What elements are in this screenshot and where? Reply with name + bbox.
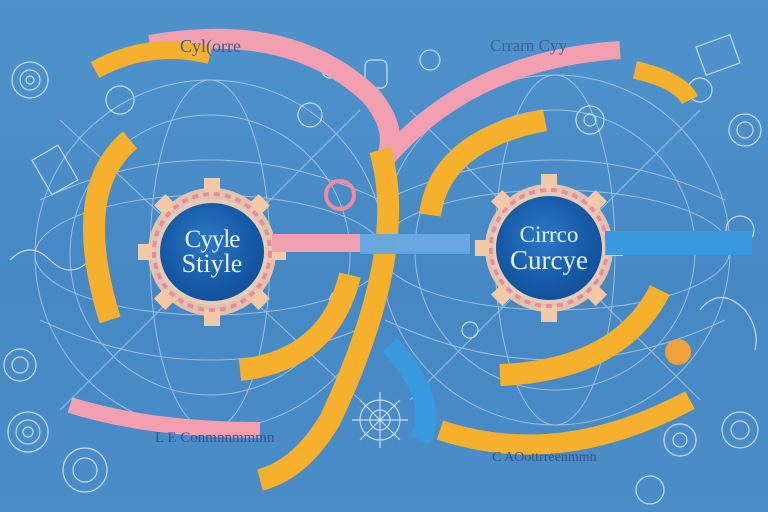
- pink-ribbon-bottom-left: [67, 397, 261, 438]
- orange-s-curve: [256, 146, 400, 491]
- right-hub: Cirrco Curcye: [496, 196, 602, 300]
- right-hub-line2: Curcye: [510, 245, 588, 275]
- top-right-banner: Crrarn Cyy: [490, 36, 567, 55]
- orange-arc-bottom-right: [436, 391, 695, 455]
- orange-arc-left: [83, 131, 138, 324]
- orange-arc-left-bottom: [238, 272, 361, 381]
- left-hub-line2: Stiyle: [181, 249, 243, 278]
- left-hub: Cyyle Stiyle: [160, 203, 264, 301]
- orange-arc-right-top: [419, 109, 548, 217]
- top-left-banner: Cyl(orre: [180, 36, 241, 56]
- bottom-left-banner: L E Conmnnmmmn: [155, 430, 275, 446]
- right-hub-line1: Cirrco: [519, 222, 579, 247]
- pink-ribbon-top-right: [378, 41, 621, 166]
- orange-arc-right: [499, 284, 670, 386]
- bottom-right-banner: C AOottrreenmmn: [492, 450, 597, 465]
- left-hub-line1: Cyyle: [184, 226, 241, 253]
- blue-ribbon-bottom: [382, 338, 436, 445]
- pink-ribbon-top-left: [148, 28, 400, 165]
